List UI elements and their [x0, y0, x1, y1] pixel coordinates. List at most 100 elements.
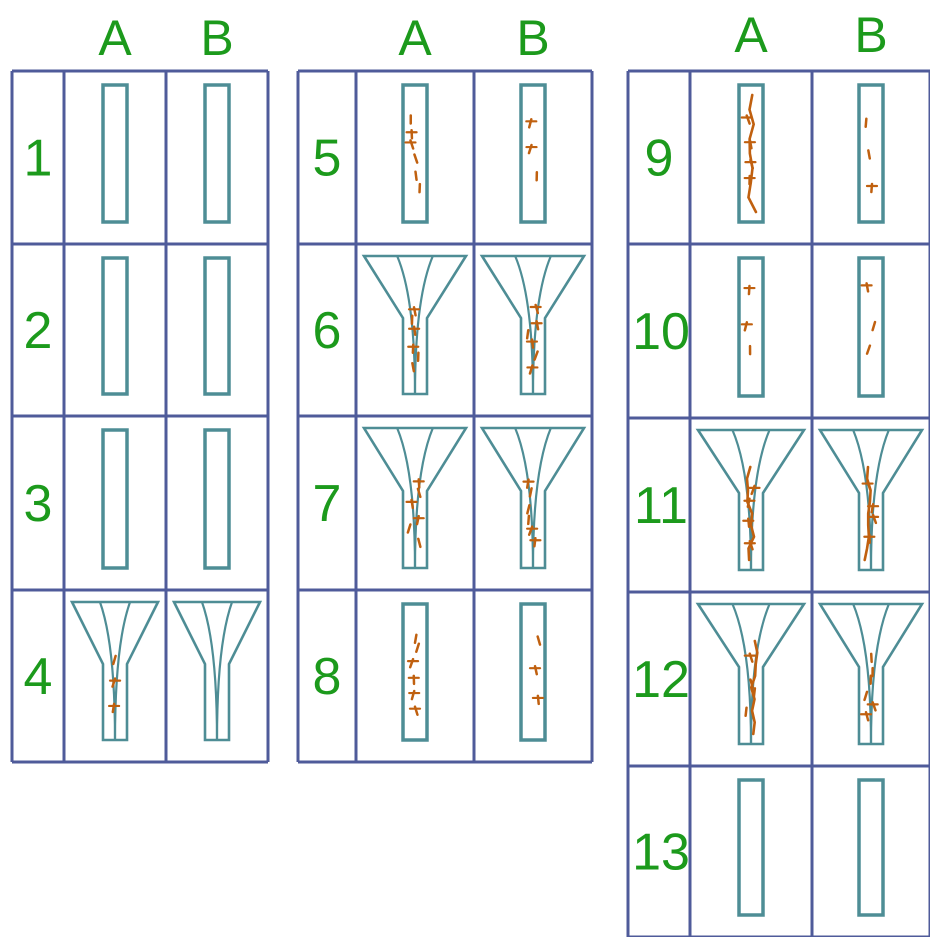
y-specimen-inner-edge	[871, 430, 889, 570]
row-7: 7	[313, 428, 584, 568]
cell-2-b	[205, 258, 229, 394]
bar-specimen	[859, 258, 883, 396]
cell-2-a	[103, 258, 127, 394]
cell-4-b	[174, 602, 260, 740]
cell-10-a	[739, 258, 763, 396]
cell-9-a	[739, 85, 763, 222]
cell-10-b	[859, 258, 883, 396]
row-1: 1	[24, 85, 229, 222]
row-5: 5	[313, 85, 545, 222]
crack-mark	[412, 363, 413, 371]
bar-specimen	[859, 85, 883, 222]
column-header-a: A	[98, 10, 132, 66]
column-header-a: A	[398, 10, 432, 66]
crack-mark	[873, 322, 875, 330]
row-2: 2	[24, 258, 229, 394]
row-label: 5	[313, 130, 342, 188]
panel-2: A B 5 6 7 8	[298, 10, 592, 762]
crack-mark	[416, 644, 419, 652]
cell-6-a	[364, 256, 466, 394]
cell-1-a	[103, 85, 127, 222]
crack-mark	[867, 346, 870, 354]
column-header-a: A	[734, 7, 768, 63]
crack-mark	[527, 330, 528, 338]
cell-8-b	[521, 604, 545, 740]
y-specimen-inner-edge	[732, 604, 751, 744]
bar-specimen	[205, 258, 229, 394]
cell-1-b	[205, 85, 229, 222]
cell-3-b	[205, 430, 229, 568]
crack-mark	[530, 488, 532, 496]
row-10: 10	[632, 258, 883, 396]
row-label: 9	[645, 130, 674, 188]
row-11: 11	[634, 430, 922, 570]
row-label: 4	[24, 648, 53, 706]
cell-8-a	[403, 604, 427, 740]
bar-specimen	[103, 258, 127, 394]
cell-11-b	[820, 430, 922, 570]
crack-mark	[528, 516, 529, 524]
cell-13-b	[859, 780, 883, 915]
row-label: 11	[634, 477, 688, 535]
crack-mark	[414, 155, 417, 163]
cell-5-b	[521, 85, 545, 222]
bar-specimen	[103, 430, 127, 568]
cell-4-a	[72, 602, 158, 740]
cell-12-b	[820, 604, 922, 744]
column-header-b: B	[516, 10, 549, 66]
bar-specimen	[205, 85, 229, 222]
cell-3-a	[103, 430, 127, 568]
crack-mark	[868, 150, 869, 158]
row-label: 12	[632, 651, 690, 709]
bar-specimen	[521, 85, 545, 222]
row-6: 6	[313, 256, 584, 394]
crack-mark	[746, 708, 747, 716]
crack-mark	[415, 635, 416, 643]
y-specimen-inner-edge	[415, 256, 433, 394]
crack-mark	[535, 352, 538, 360]
row-label: 6	[313, 302, 342, 360]
cell-11-a	[698, 430, 804, 570]
row-label: 2	[24, 302, 53, 360]
cell-13-a	[739, 780, 763, 915]
crack-mark	[418, 539, 420, 547]
y-specimen-inner-edge	[853, 430, 871, 570]
row-12: 12	[632, 604, 922, 744]
row-label: 10	[632, 303, 690, 361]
y-specimen-inner-edge	[397, 256, 415, 394]
cell-12-a	[698, 604, 804, 744]
cell-6-b	[482, 256, 584, 394]
cell-7-b	[482, 428, 584, 568]
y-specimen-inner-edge	[515, 428, 533, 568]
crack-mark	[408, 524, 411, 532]
crack-long	[748, 95, 756, 212]
row-label: 1	[24, 130, 53, 188]
column-header-b: B	[854, 7, 887, 63]
row-9: 9	[645, 85, 883, 222]
row-4: 4	[24, 602, 260, 740]
bar-specimen	[521, 604, 545, 740]
grid-lines	[298, 71, 592, 762]
row-13: 13	[632, 780, 883, 915]
row-8: 8	[313, 604, 545, 740]
row-label: 3	[24, 475, 53, 533]
crack-mark	[527, 505, 529, 513]
crack-mark	[866, 119, 867, 127]
bar-specimen	[403, 604, 427, 740]
y-specimen-inner-edge	[397, 428, 415, 568]
bar-specimen	[103, 85, 127, 222]
row-3: 3	[24, 430, 229, 568]
crack-mark	[865, 692, 867, 700]
column-header-b: B	[200, 10, 233, 66]
cell-5-a	[403, 85, 427, 222]
y-specimen-inner-edge	[533, 256, 551, 394]
y-specimen-inner-edge	[415, 428, 433, 568]
crack-mark	[113, 656, 115, 664]
bar-specimen	[859, 780, 883, 915]
panel-3: A B 9 10 11 12 13	[628, 7, 930, 937]
bar-specimen	[205, 430, 229, 568]
crack-mark	[416, 172, 417, 180]
bar-specimen	[739, 258, 763, 396]
